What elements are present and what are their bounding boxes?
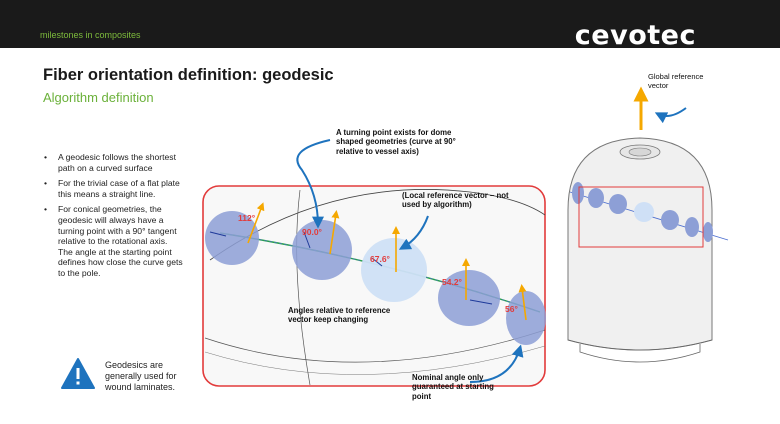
header-bar: milestones in composites cevotec xyxy=(0,0,780,51)
angle-label-5: 56° xyxy=(505,304,518,314)
page-subtitle: Algorithm definition xyxy=(43,90,154,105)
angle-label-4: 54.2° xyxy=(442,277,463,287)
callout-arrow-global xyxy=(654,107,687,124)
annotation-local-reference: (Local reference vector – not used by al… xyxy=(402,191,509,210)
disc-1 xyxy=(205,211,259,265)
annotation-nominal-angle: Nominal angle only guaranteed at startin… xyxy=(412,373,494,401)
disc-5 xyxy=(506,291,546,345)
warning-note: Geodesics are generally used for wound l… xyxy=(60,355,210,395)
page-title: Fiber orientation definition: geodesic xyxy=(43,66,334,84)
geodesic-path xyxy=(219,232,541,313)
disc-4 xyxy=(438,270,500,326)
annotation-turning-point: A turning point exists for dome shaped g… xyxy=(336,128,456,156)
zoom-frame xyxy=(202,185,546,387)
angle-label-2: 90.0° xyxy=(302,227,323,237)
tagline: milestones in composites xyxy=(40,30,141,40)
bullet-geodesic: A geodesic follows the shortest path on … xyxy=(40,152,190,173)
disc-3 xyxy=(361,238,427,302)
tank-illustration xyxy=(567,137,729,363)
bullet-flat-plate: For the trivial case of a flat plate thi… xyxy=(40,178,190,199)
angle-label-3: 67.6° xyxy=(370,254,391,264)
annotation-angles-changing: Angles relative to reference vector keep… xyxy=(288,306,391,325)
disc-2 xyxy=(292,220,352,280)
warning-note-text: Geodesics are generally used for wound l… xyxy=(105,360,177,392)
callout-arrow-local xyxy=(398,215,429,250)
bullet-conical: For conical geometries, the geodesic wil… xyxy=(40,204,190,278)
warning-triangle-icon xyxy=(61,358,95,389)
callout-arrow-turning xyxy=(296,139,331,229)
angle-label-1: 112° xyxy=(238,213,256,223)
bullet-list: A geodesic follows the shortest path on … xyxy=(40,152,190,284)
cevotec-logo: cevotec xyxy=(574,20,696,51)
annotation-global-reference: Global reference vector xyxy=(648,72,704,90)
